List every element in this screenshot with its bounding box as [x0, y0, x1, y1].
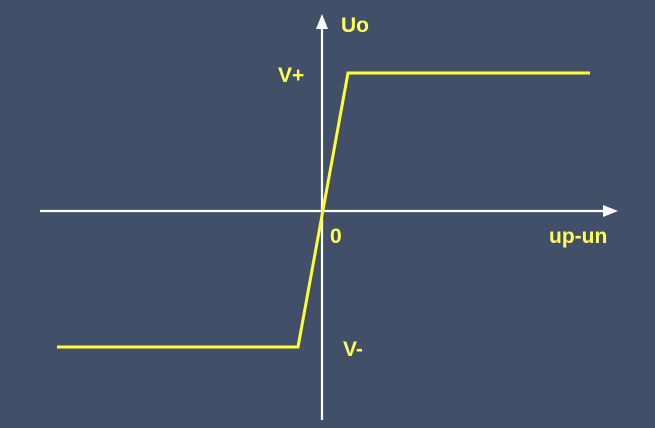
- x-axis-label: up-un: [549, 225, 607, 248]
- y-axis-arrowhead: [316, 14, 328, 29]
- transfer-curve: [57, 71, 590, 349]
- x-axis-arrowhead: [603, 205, 618, 217]
- negative-level-label: V-: [343, 338, 363, 361]
- y-axis-label: Uo: [341, 14, 369, 37]
- origin-label: 0: [330, 225, 342, 248]
- positive-level-label: V+: [278, 64, 304, 87]
